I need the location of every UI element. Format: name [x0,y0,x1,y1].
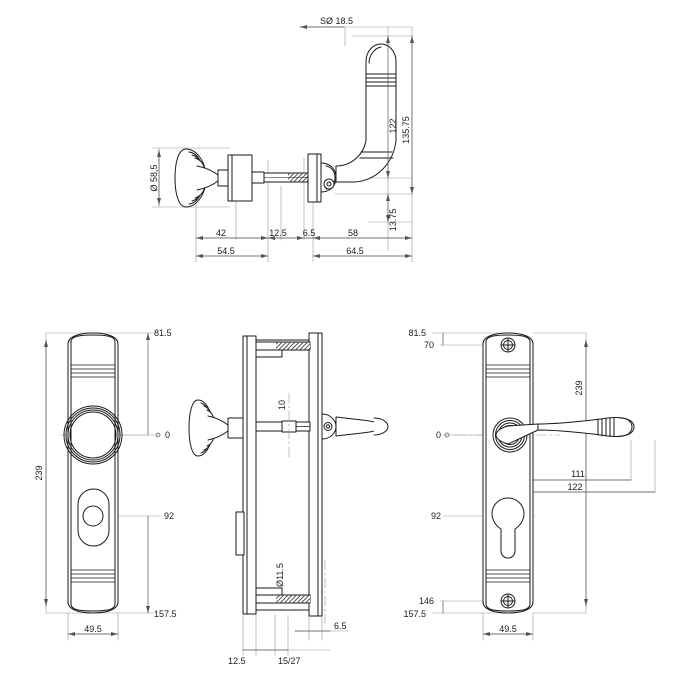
left-plate-bands-top [70,364,116,378]
dim-left-plate-width: 49.5 [84,624,102,634]
right-plate-bands-top [485,364,531,378]
dim-knob-total: 54.5 [217,246,235,256]
dim-left-plate-length: 239 [34,465,44,480]
dim-lever-total-height: 135.75 [401,116,411,144]
right-lever-arm [495,417,635,445]
view-top-assembly: SØ 18.5 Ø 58,5 122 135.75 13.75 42 12.5 … [149,16,414,263]
dim-right-top-offset: 81.5 [408,328,426,338]
right-cylinder-keyhole [491,497,525,559]
dim-right-lever-len-inner: 111 [571,469,585,479]
dim-middle-rose-depth: 12.5 [228,656,246,666]
right-view-extension-lines [431,332,656,641]
dim-middle-spindle: 10 [277,400,287,410]
top-view-dim-lines [157,25,414,258]
right-centre-marker [444,432,450,438]
right-plate-bands-bottom [485,569,531,583]
view-left-knob-plate: 81.5 0 92 157.5 239 49.5 [34,328,177,641]
dim-right-screw-top: 70 [424,340,434,350]
left-view-dim-lines [44,332,150,636]
right-screw-bottom [500,593,516,609]
middle-spindle [255,420,311,433]
dim-lever-height: 122 [388,118,398,133]
dim-right-plate-length: 239 [574,380,584,395]
left-knob-rose [63,405,123,465]
dim-lever-total: 64.5 [346,246,364,256]
dim-middle-screw-hole: Ø11.5 [275,563,285,587]
dim-left-cylinder-cc: 92 [164,511,174,521]
dim-knob-dia: Ø 58,5 [149,164,159,191]
right-view-dim-lines [436,332,656,636]
dim-right-bottom-offset: 157.5 [403,609,426,619]
middle-centre-lines [288,392,326,626]
right-plate-outline [482,332,534,614]
middle-lever [321,413,389,440]
middle-latch-tab [235,511,245,556]
left-plate-bands-bottom [70,569,116,583]
dim-left-centre: 0 [165,430,170,440]
dim-right-centre: 0 [436,430,441,440]
dim-plate-thickness: 6.5 [303,228,316,238]
middle-plate-body [242,332,323,617]
left-centre-marker [155,432,161,438]
middle-view-dim-lines [242,630,331,651]
dim-left-bottom-offset: 157.5 [154,609,177,619]
dim-middle-spindle-length: 15/27 [278,656,301,666]
dim-sphere-dia: SØ 18.5 [320,16,353,26]
dim-left-top-offset: 81.5 [154,328,172,338]
top-spindle [263,172,309,183]
middle-view-extension-lines [242,595,349,656]
dim-lever-drop: 13.75 [388,209,398,232]
dim-right-plate-width: 49.5 [499,624,517,634]
dim-middle-plate-thickness: 6.5 [334,621,347,631]
dim-knob-projection: 42 [216,228,226,238]
top-knob-geometry [174,148,265,208]
dim-right-lever-len-outer: 122 [567,482,582,492]
middle-fixing-top [255,341,311,358]
dim-right-cylinder-cc: 92 [431,511,441,521]
middle-fixing-bottom [255,587,311,604]
left-plate-outline [67,332,119,614]
right-screw-top [500,337,516,353]
view-middle-edge: 10 Ø11.5 6.5 12.5 15/27 [188,332,389,666]
dim-rose-thickness: 12.5 [269,228,287,238]
top-lever-geometry [307,43,397,203]
dim-right-screw-bottom: 146 [419,596,434,606]
middle-knob [188,399,244,457]
left-cylinder-escutcheon [77,488,110,547]
dim-lever-projection: 58 [348,228,358,238]
view-right-lever-plate: 81.5 70 0 92 146 157.5 239 111 122 49.5 [403,328,656,641]
